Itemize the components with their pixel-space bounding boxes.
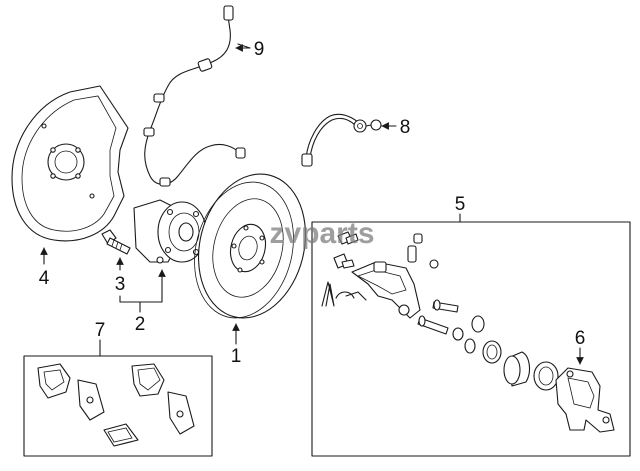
watermark-logo: zvparts [269, 217, 374, 250]
callout-2: 2 [135, 314, 146, 335]
brake-rotor-part [194, 173, 307, 319]
pad-kit-box [23, 355, 213, 457]
caliper-assembly-part [321, 231, 559, 391]
leader-lines [40, 44, 584, 365]
callout-5: 5 [455, 194, 466, 215]
brake-pads-part [37, 363, 195, 447]
callout-9: 9 [254, 39, 265, 60]
brake-hose-part [301, 113, 382, 167]
dust-shield-part [11, 85, 129, 242]
callout-3: 3 [115, 274, 126, 295]
abs-sensor-harness-part [143, 5, 251, 187]
callout-6: 6 [575, 328, 586, 349]
callout-7: 7 [95, 320, 106, 341]
callout-4: 4 [39, 268, 50, 289]
hub-bearing-part [133, 199, 207, 264]
callout-8: 8 [400, 117, 411, 138]
caliper-kit-box [311, 221, 631, 457]
hub-bolt-part [101, 229, 131, 255]
callout-1: 1 [231, 346, 242, 367]
caliper-bracket-part [555, 367, 615, 433]
